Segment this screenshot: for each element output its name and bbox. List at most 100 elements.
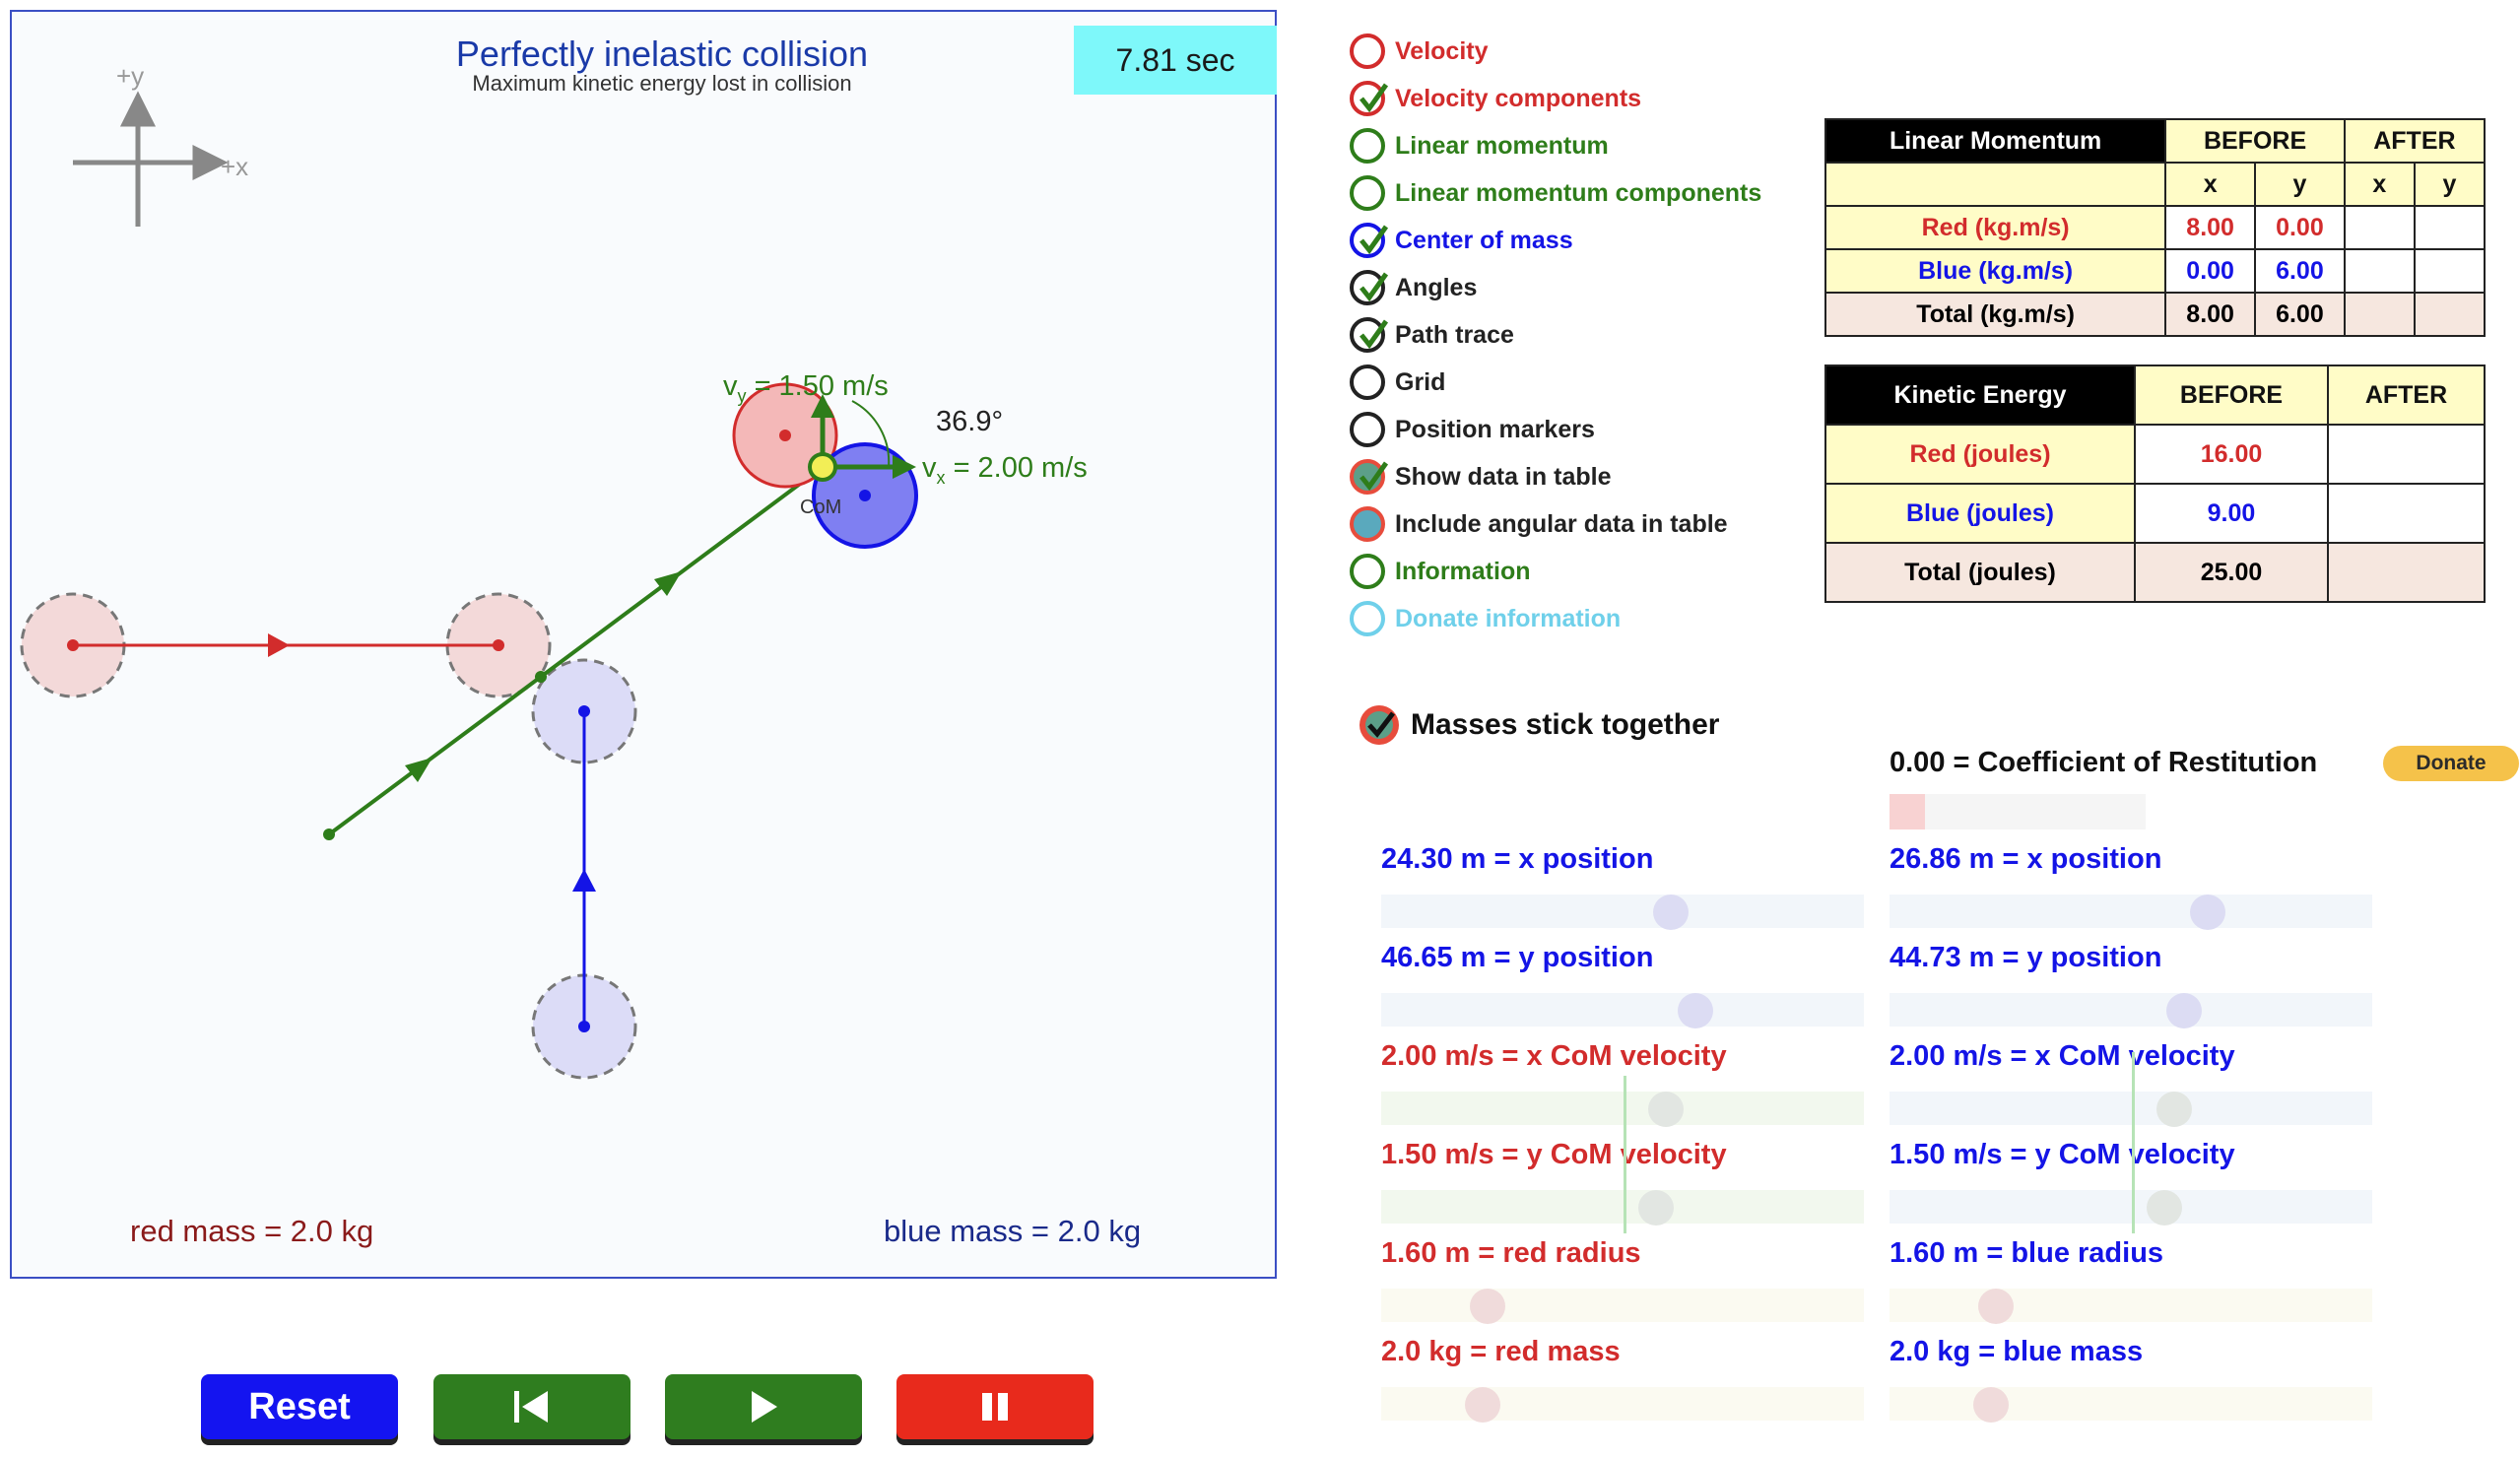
reset-button[interactable]: Reset (201, 1374, 398, 1439)
slider-thumb[interactable] (2190, 895, 2225, 930)
unchecked-circle-icon[interactable] (1350, 554, 1385, 589)
unchecked-circle-icon[interactable] (1350, 506, 1385, 542)
option-label: Path trace (1395, 320, 1514, 349)
slider-thumb[interactable] (1978, 1289, 2014, 1324)
momentum-blue-bx: 0.00 (2164, 248, 2257, 294)
slider-track[interactable] (1381, 1190, 1864, 1226)
option-grid[interactable]: Grid (1350, 361, 1445, 404)
option-angles[interactable]: Angles (1350, 266, 1477, 309)
energy-blue-after (2327, 483, 2486, 544)
slider-thumb[interactable] (1653, 895, 1689, 930)
unchecked-circle-icon[interactable] (1350, 175, 1385, 211)
step-back-button[interactable] (433, 1374, 630, 1439)
slider-thumb[interactable] (1470, 1289, 1505, 1324)
option-linear-momentum-components[interactable]: Linear momentum components (1350, 171, 1761, 215)
donate-button[interactable]: Donate (2383, 746, 2519, 781)
energy-after-header: AFTER (2327, 364, 2486, 426)
blue-path-arrow (572, 869, 596, 892)
option-label: Donate information (1395, 604, 1622, 632)
before-x-header: x (2164, 162, 2257, 207)
sim-subtitle: Maximum kinetic energy lost in collision (472, 71, 852, 96)
com-path (327, 465, 825, 836)
option-information[interactable]: Information (1350, 550, 1531, 593)
slider-thumb[interactable] (1678, 993, 1713, 1028)
pause-icon (982, 1393, 1008, 1421)
slider-label: 2.0 kg = blue mass (1890, 1336, 2144, 1367)
slider-thumb[interactable] (1465, 1387, 1500, 1423)
slider-thumb[interactable] (1638, 1190, 1674, 1226)
option-donate-information[interactable]: Donate information (1350, 597, 1621, 640)
checked-circle-icon[interactable] (1350, 223, 1389, 258)
slider-track[interactable] (1890, 1289, 2372, 1324)
energy-total-after (2327, 542, 2486, 603)
guide-line-left (1624, 1076, 1626, 1233)
option-velocity-components[interactable]: Velocity components (1350, 77, 1641, 120)
guide-line-right (2132, 1052, 2135, 1233)
after-y-header: y (2413, 162, 2487, 207)
unchecked-circle-icon[interactable] (1350, 128, 1385, 164)
momentum-blue-after-x (2343, 248, 2416, 294)
pause-button[interactable] (896, 1374, 1094, 1439)
option-path-trace[interactable]: Path trace (1350, 313, 1514, 357)
slider-track[interactable] (1890, 1387, 2372, 1423)
sim-title: Perfectly inelastic collision (455, 33, 869, 74)
option-label: Information (1395, 557, 1531, 585)
slider-track[interactable] (1381, 1092, 1864, 1127)
vx-label: vx = 2.00 m/s (922, 452, 1088, 488)
energy-red-label: Red (joules) (1824, 424, 2136, 485)
unchecked-circle-icon[interactable] (1350, 364, 1385, 400)
option-label: Center of mass (1395, 226, 1573, 254)
option-velocity[interactable]: Velocity (1350, 30, 1489, 73)
option-include-angular-data-in-table[interactable]: Include angular data in table (1350, 502, 1728, 546)
stick-together-checkbox[interactable]: Masses stick together (1359, 705, 1719, 745)
checked-circle-icon[interactable] (1350, 459, 1389, 495)
play-button[interactable] (665, 1374, 862, 1439)
slider-thumb[interactable] (2166, 993, 2202, 1028)
momentum-total-label: Total (kg.m/s) (1824, 292, 2167, 337)
momentum-blue-by: 6.00 (2254, 248, 2346, 294)
slider-thumb[interactable] (2156, 1092, 2192, 1127)
unchecked-circle-icon[interactable] (1350, 33, 1385, 69)
slider-label: 2.00 m/s = x CoM velocity (1890, 1040, 2235, 1072)
option-label: Grid (1395, 367, 1446, 396)
option-label: Position markers (1395, 415, 1595, 443)
energy-total-before: 25.00 (2134, 542, 2329, 603)
option-label: Include angular data in table (1395, 509, 1728, 538)
slider-thumb[interactable] (1648, 1092, 1684, 1127)
restitution-slider[interactable] (1890, 794, 2146, 829)
momentum-after-header: AFTER (2343, 118, 2487, 164)
checked-circle-icon[interactable] (1350, 270, 1389, 305)
slider-track[interactable] (1381, 1289, 1864, 1324)
slider-label: 2.0 kg = red mass (1381, 1336, 1621, 1367)
energy-blue-label: Blue (joules) (1824, 483, 2136, 544)
option-center-of-mass[interactable]: Center of mass (1350, 219, 1573, 262)
slider-track[interactable] (1890, 993, 2372, 1028)
slider-track[interactable] (1890, 1092, 2372, 1127)
unchecked-circle-icon[interactable] (1350, 412, 1385, 447)
angle-label: 36.9° (936, 406, 1004, 437)
axis-x-label: +x (221, 152, 249, 181)
energy-title: Kinetic Energy (1824, 364, 2136, 426)
option-label: Linear momentum (1395, 131, 1609, 160)
momentum-red-after-y (2413, 205, 2487, 250)
slider-track[interactable] (1381, 895, 1864, 930)
checked-circle-icon[interactable] (1350, 317, 1389, 353)
option-linear-momentum[interactable]: Linear momentum (1350, 124, 1609, 167)
before-y-header: y (2254, 162, 2346, 207)
slider-thumb[interactable] (1973, 1387, 2009, 1423)
slider-track[interactable] (1381, 993, 1864, 1028)
momentum-blue-after-y (2413, 248, 2487, 294)
slider-track[interactable] (1890, 895, 2372, 930)
slider-thumb[interactable] (2147, 1190, 2182, 1226)
momentum-title: Linear Momentum (1824, 118, 2167, 164)
option-position-markers[interactable]: Position markers (1350, 408, 1595, 451)
energy-red-before: 16.00 (2134, 424, 2329, 485)
slider-track[interactable] (1890, 1190, 2372, 1226)
restitution-slider-thumb[interactable] (1890, 794, 1925, 829)
checked-circle-icon[interactable] (1350, 81, 1389, 116)
momentum-before-header: BEFORE (2164, 118, 2346, 164)
unchecked-circle-icon[interactable] (1350, 601, 1385, 636)
option-show-data-in-table[interactable]: Show data in table (1350, 455, 1611, 498)
simulation-canvas[interactable]: Perfectly inelastic collision Maximum ki… (10, 10, 1277, 1279)
slider-track[interactable] (1381, 1387, 1864, 1423)
